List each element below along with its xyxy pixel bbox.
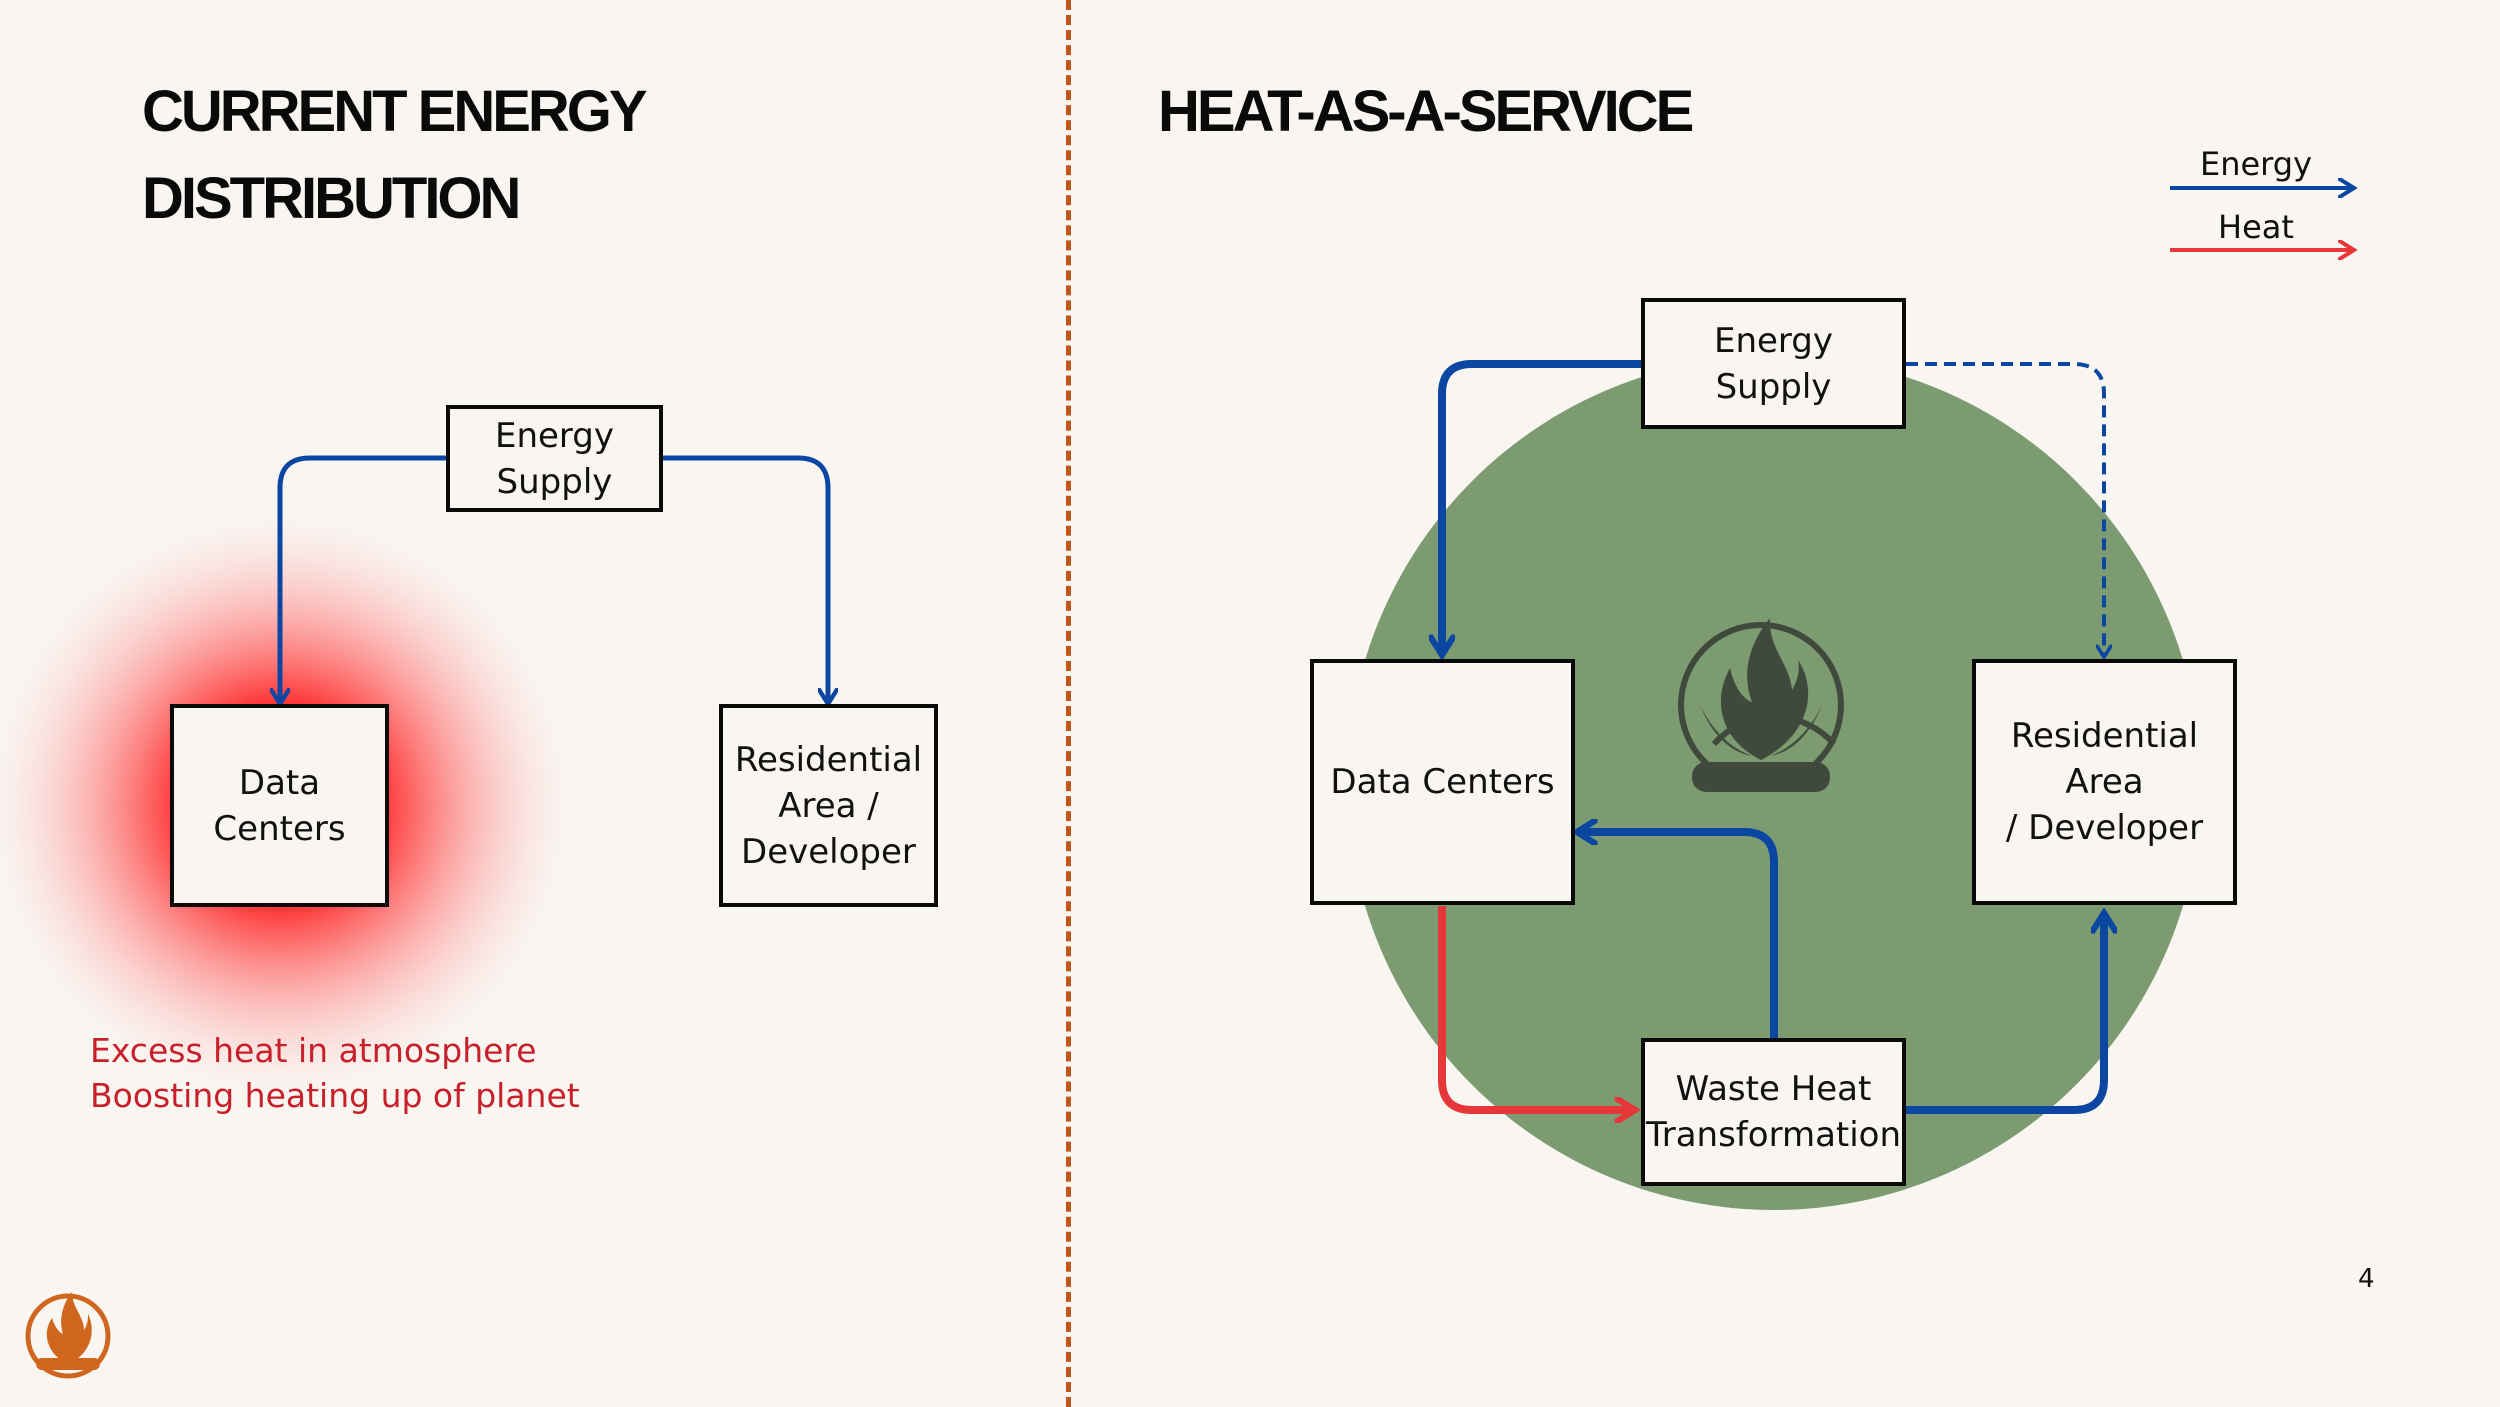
right-data-centers-label: Data Centers <box>1330 762 1555 802</box>
left-arrow-to-residential <box>662 455 828 700</box>
right-energy-supply-box: Energy Supply <box>1641 298 1906 429</box>
left-residential-box: Residential Area / Developer <box>719 704 938 907</box>
excess-heat-note: Excess heat in atmosphere Boosting heati… <box>90 1028 580 1118</box>
page-number: 4 <box>2358 1264 2375 1294</box>
excess-heat-line2: Boosting heating up of planet <box>90 1076 580 1115</box>
legend-energy-label: Energy <box>2199 145 2313 183</box>
left-data-centers-box: Data Centers <box>170 704 389 907</box>
right-waste-heat-box: Waste Heat Transformation <box>1641 1038 1906 1186</box>
excess-heat-line1: Excess heat in atmosphere <box>90 1031 537 1070</box>
left-energy-supply-box: Energy Supply <box>446 405 663 512</box>
right-arrow-energy-to-data-centers <box>1442 360 1641 650</box>
right-arrow-waste-to-residential <box>1906 918 2104 1114</box>
left-energy-supply-line1: Energy <box>494 415 615 456</box>
left-residential-line1: Residential <box>734 739 923 780</box>
right-arrow-waste-to-data-centers <box>1582 832 1778 1040</box>
right-waste-heat-line1: Waste Heat <box>1675 1069 1872 1109</box>
left-title-line2: DISTRIBUTION <box>142 166 521 231</box>
right-energy-supply-label: Energy Supply <box>1713 320 1834 407</box>
flame-circle-icon <box>1678 618 1844 792</box>
right-waste-heat-line2: Transformation <box>1645 1115 1902 1155</box>
left-title-line1: CURRENT ENERGY <box>142 79 648 144</box>
left-title: CURRENT ENERGY DISTRIBUTION <box>142 68 648 242</box>
left-residential-line2: Area / <box>778 785 879 826</box>
right-residential-line2: / Developer <box>2005 808 2204 848</box>
right-residential-box: Residential Area / Developer <box>1972 659 2237 905</box>
right-arrow-energy-to-residential-dashed <box>1906 362 2104 654</box>
legend-heat-label: Heat <box>2218 208 2294 246</box>
right-data-centers-box: Data Centers <box>1310 659 1575 905</box>
left-arrow-to-data-centers <box>280 455 446 700</box>
corner-logo-icon <box>25 1292 111 1379</box>
right-arrow-data-centers-to-waste-heat <box>1438 906 1630 1110</box>
left-energy-supply-line2: Supply <box>496 461 613 502</box>
right-residential-line1: Residential Area <box>2010 716 2199 802</box>
section-divider <box>1066 0 1071 1407</box>
left-residential-line3: Developer <box>741 831 916 872</box>
right-title: HEAT-AS-A-SERVICE <box>1158 79 1694 144</box>
left-data-centers-label: Data Centers <box>213 762 346 849</box>
